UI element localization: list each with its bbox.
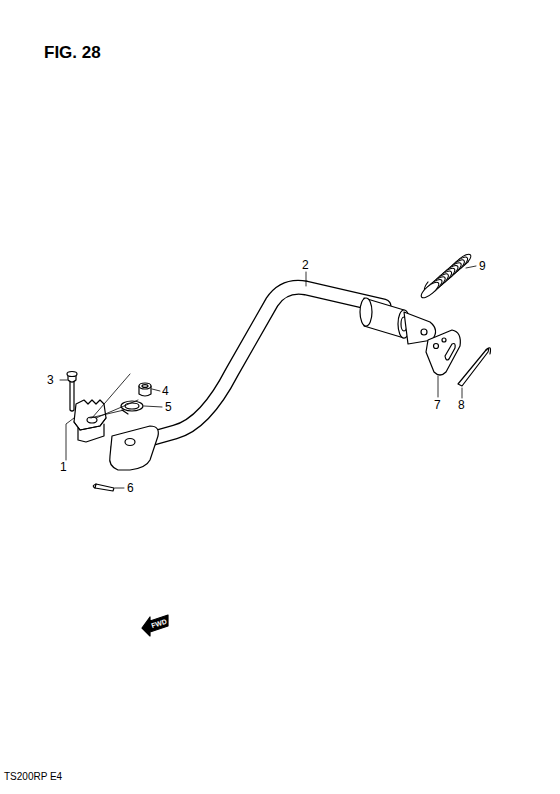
return-spring [419,252,473,300]
pedal-tip [74,400,106,442]
callout-number: 9 [479,260,486,272]
cotter-pin [93,484,114,491]
model-code: TS200RP E4 [4,772,62,782]
leader-line [60,266,476,488]
callout-number: 3 [47,374,54,386]
callout-number: 7 [434,399,441,411]
callout-number: 8 [458,399,465,411]
washer [139,383,151,396]
spring-plate [426,330,460,375]
figure-title: FIG. 28 [44,44,101,61]
brake-pedal-arm [110,287,436,470]
callout-number: 2 [302,259,309,271]
callout-number: 6 [127,482,134,494]
forward-arrow [142,615,168,636]
callout-number: 5 [165,401,172,413]
callout-number: 4 [162,385,169,397]
spring-coil [419,280,441,300]
callout-number: 1 [60,461,67,473]
cotter-pin [458,348,491,386]
clevis-pin [67,372,77,412]
